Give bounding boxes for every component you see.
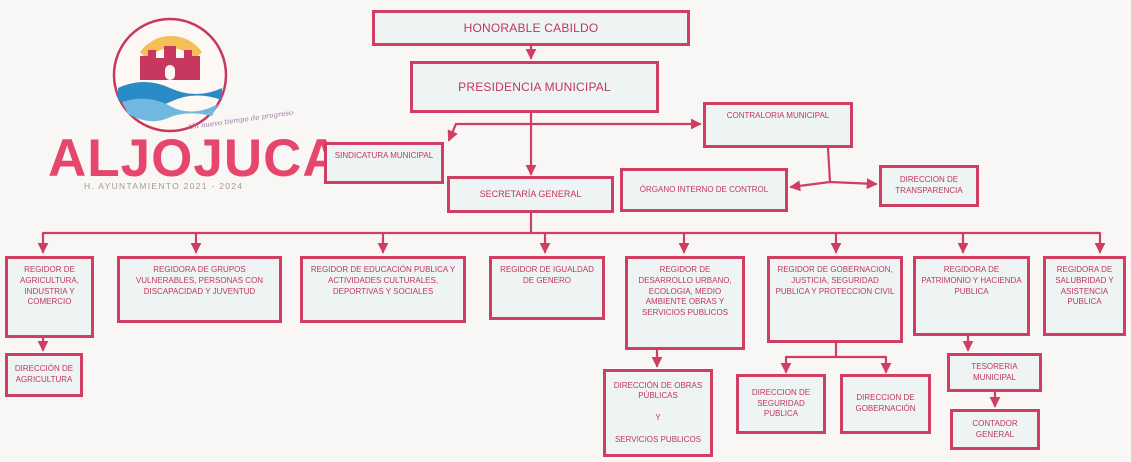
node-presidencia-municipal: PRESIDENCIA MUNICIPAL [410, 61, 659, 113]
node-sindicatura: SINDICATURA MUNICIPAL [324, 142, 444, 184]
aljojuca-logo: Un nuevo tiempo de progreso [44, 10, 324, 210]
link-to-sindicatura [447, 122, 533, 142]
link-to-organo [789, 180, 832, 192]
node-regidora-salubridad: REGIDORA DE SALUBRIDAD Y ASISTENCIA PUBL… [1043, 256, 1126, 336]
node-organo-interno: ÓRGANO INTERNO DE CONTROL [620, 168, 788, 212]
node-direccion-obras: DIRECCIÓN DE OBRAS PÚBLICAS Y SERVICIOS … [603, 369, 713, 457]
coat-of-arms-icon [112, 17, 228, 133]
node-regidora-patrimonio: REGIDORA DE PATRIMONIO Y HACIENDA PUBLIC… [913, 256, 1030, 336]
node-regidor-educacion: REGIDOR DE EDUCACIÓN PUBLICA Y ACTIVIDAD… [300, 256, 466, 323]
node-direccion-gobernacion: DIRECCION DE GOBERNACIÓN [840, 374, 931, 434]
node-tesoreria: TESORERIA MUNICIPAL [947, 353, 1042, 392]
node-direccion-agricultura: DIRECCIÓN DE AGRICULTURA [5, 353, 83, 397]
node-regidor-agricultura: REGIDOR DE AGRICULTURA, INDUSTRIA Y COME… [5, 256, 94, 338]
node-regidor-igualdad: REGIDOR DE IGUALDAD DE GENERO [489, 256, 605, 320]
node-regidor-desarrollo: REGIDOR DE DESARROLLO URBANO, ECOLOGIA, … [625, 256, 745, 350]
node-regidora-grupos: REGIDORA DE GRUPOS VULNERABLES, PERSONAS… [117, 256, 282, 323]
node-honorable-cabildo: HONORABLE CABILDO [372, 10, 690, 46]
link-to-transparencia [828, 178, 878, 190]
node-direccion-seguridad: DIRECCION DE SEGURIDAD PUBLICA [736, 374, 826, 434]
node-contraloria: CONTRALORIA MUNICIPAL [703, 102, 853, 148]
logo-subtitle: H. AYUNTAMIENTO 2021 - 2024 [84, 181, 244, 191]
link-contraloria-split [826, 146, 832, 184]
node-contador-general: CONTADOR GENERAL [950, 409, 1040, 450]
node-regidor-gobernacion: REGIDOR DE GOBERNACION, JUSTICIA, SEGURI… [767, 256, 903, 343]
node-transparencia: DIRECCION DE TRANSPARENCIA [879, 165, 979, 207]
logo-wordmark: ALJOJUCA [48, 129, 342, 188]
node-secretaria-general: SECRETARÍA GENERAL [447, 176, 614, 213]
